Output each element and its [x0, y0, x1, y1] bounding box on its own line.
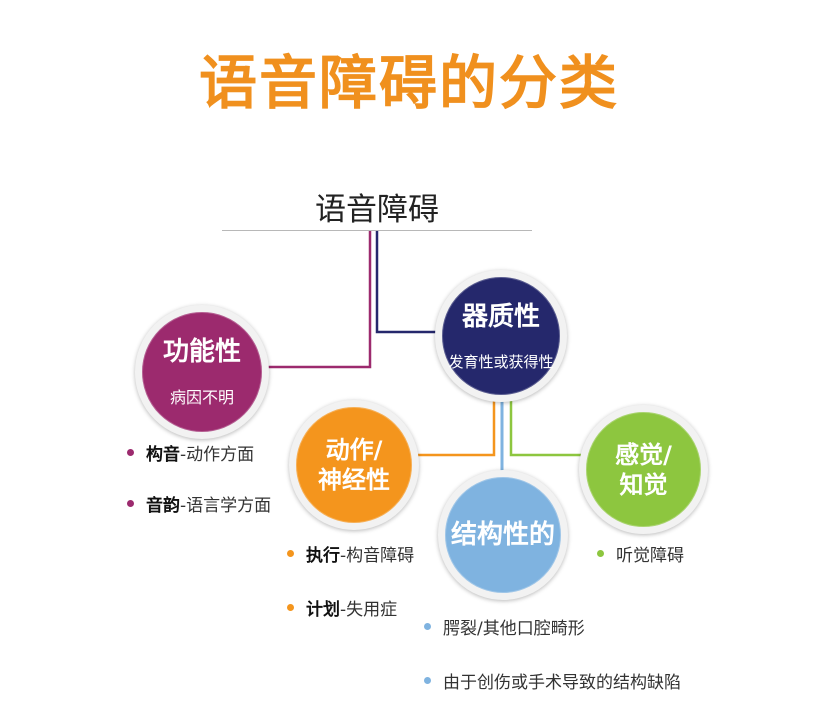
- bullet-desc: -构音障碍: [340, 546, 415, 566]
- node-organic-title: 器质性: [461, 301, 540, 332]
- node-organic-subtitle: 发育性或获得性: [448, 352, 554, 371]
- bullet-perceptual-hearing: 听觉障碍: [597, 541, 684, 566]
- bullet-desc: -语言学方面: [180, 496, 272, 516]
- bullet-motor-planning: 计划-失用症: [287, 595, 397, 620]
- bullet-structural-cleft: 腭裂/其他口腔畸形: [424, 614, 585, 639]
- bullet-functional-phonology: 音韵-语言学方面: [127, 491, 271, 516]
- connector-organic: [375, 231, 439, 334]
- bullet-term: 音韵: [146, 496, 180, 516]
- page-title: 语音障碍的分类: [198, 49, 619, 117]
- root-underline: [222, 230, 532, 231]
- node-functional-subtitle: 病因不明: [169, 388, 234, 407]
- bullet-term: 执行: [306, 546, 340, 566]
- connector-functional: [268, 231, 372, 369]
- bullet-desc: 由于创伤或手术导致的结构缺陷: [443, 673, 681, 693]
- bullet-functional-articulation: 构音-动作方面: [127, 440, 254, 465]
- node-perceptual-title-line2: 知觉: [619, 470, 668, 499]
- connector-motor: [418, 398, 496, 457]
- bullet-dot: [127, 449, 134, 456]
- bullet-dot: [424, 623, 431, 630]
- root-label: 语音障碍: [315, 192, 439, 228]
- bullet-desc: -失用症: [340, 600, 398, 620]
- bullet-desc: 听觉障碍: [616, 546, 684, 566]
- node-functional: 功能性 病因不明: [135, 305, 269, 439]
- bullet-desc: -动作方面: [180, 445, 255, 465]
- node-perceptual: 感觉/ 知觉: [579, 405, 708, 534]
- bullet-term: 计划: [306, 600, 340, 620]
- node-motor-title-line2: 神经性: [318, 466, 390, 494]
- node-motor-title-line1: 动作/: [325, 436, 383, 464]
- bullet-dot: [597, 550, 604, 557]
- bullet-dot: [424, 677, 431, 684]
- bullet-dot: [287, 550, 294, 557]
- bullet-structural-trauma: 由于创伤或手术导致的结构缺陷: [424, 668, 681, 693]
- bullet-dot: [287, 604, 294, 611]
- node-organic: 器质性 发育性或获得性: [435, 270, 567, 402]
- bullet-dot: [127, 500, 134, 507]
- node-perceptual-title-line1: 感觉/: [615, 440, 672, 469]
- node-structural-title: 结构性的: [450, 520, 555, 550]
- node-motor: 动作/ 神经性: [289, 400, 419, 530]
- bullet-term: 构音: [146, 445, 180, 465]
- node-structural: 结构性的: [438, 470, 568, 600]
- connector-perceptual: [509, 398, 582, 457]
- node-functional-title: 功能性: [162, 337, 241, 367]
- bullet-motor-execution: 执行-构音障碍: [287, 541, 414, 566]
- bullet-desc: 腭裂/其他口腔畸形: [443, 619, 585, 639]
